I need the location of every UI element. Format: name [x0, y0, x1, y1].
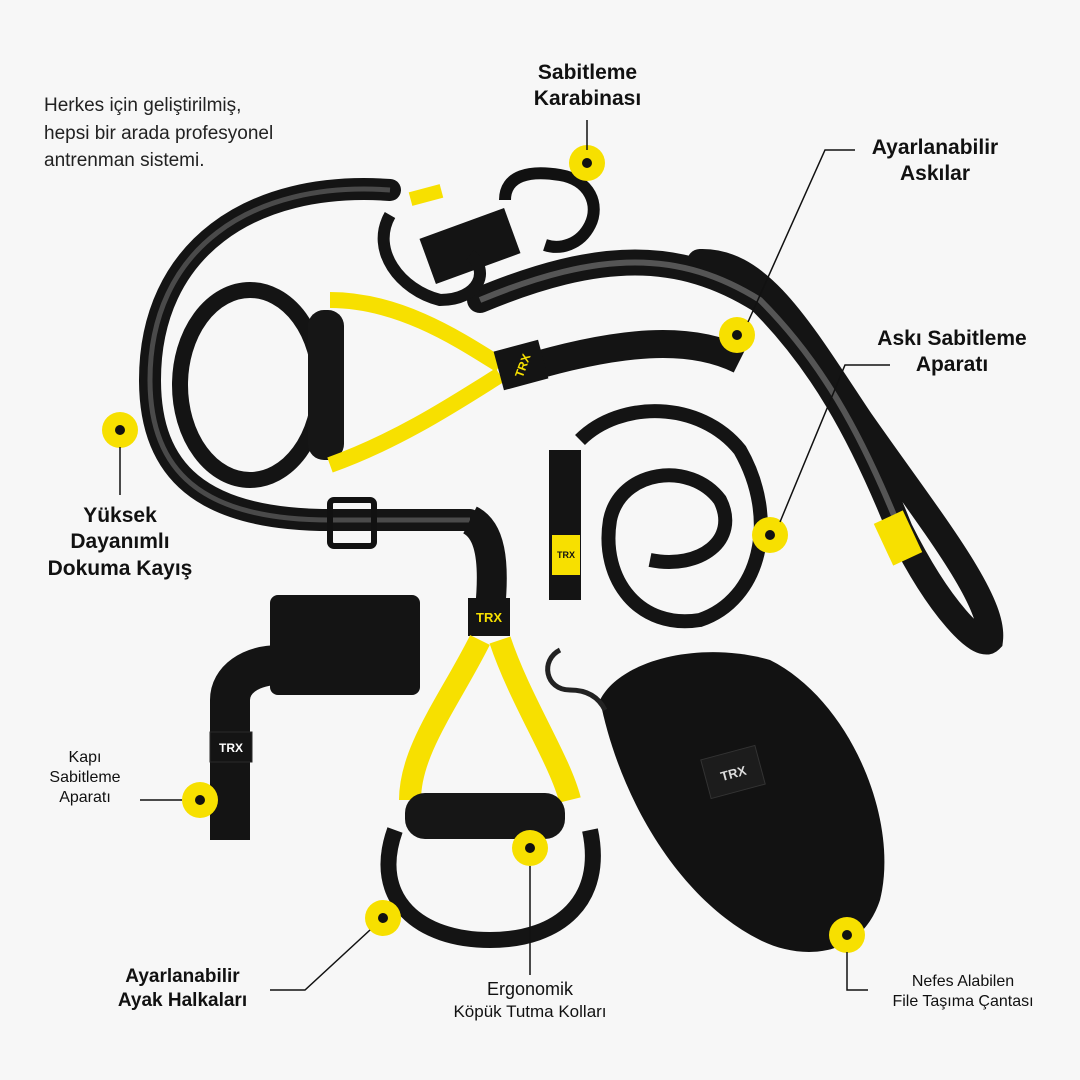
foam-handle-left — [308, 310, 344, 460]
handle-yellow-lower — [399, 635, 581, 803]
label-line: Yüksek — [83, 504, 157, 527]
label-line: Ayarlanabilir — [871, 136, 999, 159]
trx-tag-anchor-text: TRX — [557, 550, 575, 560]
adjustable-strap-right-stripe — [478, 259, 903, 532]
trx-tag-door — [209, 731, 253, 763]
label-anchor-carabiner: Sabitleme Karabinası — [500, 60, 675, 113]
door-anchor-strap — [210, 645, 282, 840]
label-line: Sabitleme — [537, 61, 638, 84]
foot-loop-lower — [380, 827, 601, 949]
strap-buckle-lower — [327, 497, 377, 549]
mesh-bag-tag-text: TRX — [719, 763, 748, 784]
foot-loop-left — [172, 282, 328, 488]
label-foot-cradles: Ayarlanabilir Ayak Halkaları — [95, 965, 270, 1013]
mesh-bag-tag — [700, 744, 766, 800]
intro-text: Herkes için geliştirilmiş, hepsi bir ara… — [44, 92, 364, 175]
label-line: Ergonomik — [486, 979, 574, 999]
label-line: Askılar — [899, 162, 971, 186]
trx-tag-lower-text: TRX — [476, 610, 502, 625]
door-anchor-pad — [270, 595, 420, 695]
label-adjustable-straps: Ayarlanabilir Askılar — [840, 135, 1030, 188]
label-line: Nefes Alabilen — [911, 973, 1015, 990]
handle-yellow-left — [327, 292, 505, 473]
callout-markers — [102, 145, 865, 953]
label-line: Sabitleme — [49, 769, 121, 786]
strap-anchor-loop — [575, 404, 768, 629]
main-strap — [515, 329, 747, 384]
foam-handle-lower — [405, 793, 565, 839]
label-door-anchor: Kapı Sabitleme Aparatı — [30, 748, 140, 808]
label-line: Ayarlanabilir — [125, 966, 240, 987]
label-line: Köpük Tutma Kolları — [453, 1001, 607, 1021]
label-strap-anchor: Askı Sabitleme Aparatı — [852, 326, 1052, 379]
label-line: Aparatı — [915, 353, 989, 377]
label-line: Askı Sabitleme — [877, 327, 1027, 350]
label-line: Aparatı — [59, 789, 111, 806]
intro-line: hepsi bir arada profesyonel — [44, 122, 274, 144]
lower-strap — [462, 506, 507, 612]
mesh-bag — [600, 652, 885, 952]
intro-line: antrenman sistemi. — [44, 150, 205, 172]
upper-strap-stripe — [147, 186, 470, 523]
mesh-bag-hook — [545, 647, 608, 712]
label-webbing: Yüksek Dayanımlı Dokuma Kayış — [20, 503, 220, 582]
carabiner-loop — [377, 212, 486, 307]
leader-lines — [119, 120, 890, 991]
label-line: Ayak Halkaları — [117, 989, 248, 1011]
carabiner — [499, 167, 600, 253]
trx-tag-lower — [468, 598, 510, 636]
label-foam-handles: Ergonomik Köpük Tutma Kolları — [425, 978, 635, 1022]
carabiner-strap — [419, 208, 521, 284]
trx-tag-left — [493, 339, 549, 391]
label-line: Dayanımlı — [70, 530, 170, 554]
label-mesh-bag: Nefes Alabilen File Taşıma Çantası — [868, 972, 1058, 1012]
label-line: Dokuma Kayış — [47, 556, 193, 580]
label-line: File Taşıma Çantası — [892, 993, 1034, 1010]
trx-tag-anchor — [552, 535, 580, 575]
strap-buckle-yellow — [873, 510, 923, 566]
carabiner-tab — [408, 184, 444, 206]
intro-line: Herkes için geliştirilmiş, — [44, 95, 242, 116]
label-line: Karabinası — [533, 87, 642, 111]
label-line: Kapı — [68, 749, 102, 766]
trx-tag-door-text: TRX — [219, 741, 243, 755]
